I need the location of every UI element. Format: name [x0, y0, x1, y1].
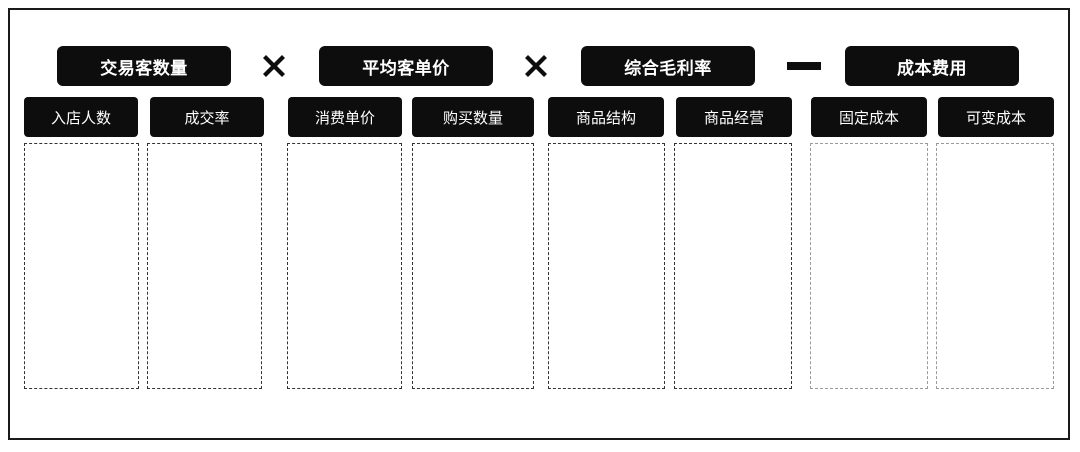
multiply-icon: [256, 48, 292, 84]
sub-label-product-structure: 商品结构: [548, 97, 664, 137]
sub-label-unit-spend: 消费单价: [288, 97, 402, 137]
slot-product-operations: [674, 143, 792, 389]
sub-label-conversion-rate: 成交率: [150, 97, 264, 137]
group-label-gross-margin: 综合毛利率: [581, 46, 755, 86]
slot-product-structure: [548, 143, 665, 389]
slot-variable-cost: [936, 143, 1054, 389]
sub-label-purchase-quantity: 购买数量: [412, 97, 534, 137]
diagram-frame: [8, 8, 1070, 440]
minus-icon: [786, 48, 822, 84]
slot-store-visitors: [24, 143, 139, 389]
slot-fixed-cost: [810, 143, 928, 389]
sub-label-product-operations: 商品经营: [676, 97, 792, 137]
group-label-cost-expense: 成本费用: [845, 46, 1019, 86]
multiply-icon: [518, 48, 554, 84]
slot-conversion-rate: [147, 143, 262, 389]
group-label-average-unit-price: 平均客单价: [319, 46, 493, 86]
sub-label-variable-cost: 可变成本: [938, 97, 1054, 137]
slot-unit-spend: [287, 143, 402, 389]
slot-purchase-quantity: [412, 143, 534, 389]
group-label-transaction-customers: 交易客数量: [57, 46, 231, 86]
sub-label-store-visitors: 入店人数: [24, 97, 138, 137]
sub-label-fixed-cost: 固定成本: [811, 97, 927, 137]
